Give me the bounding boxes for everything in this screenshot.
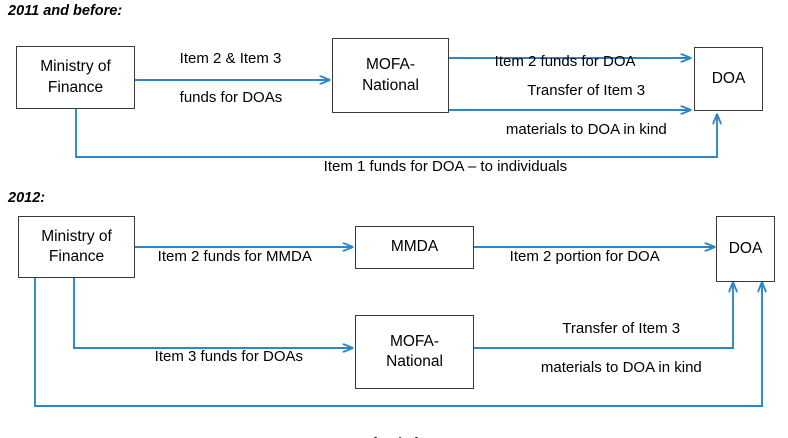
node-label-line1: MOFA- xyxy=(365,56,416,74)
edge-label-mofa-to-doa-bottom: Transfer of Item 3 materials to DOA in k… xyxy=(505,300,721,396)
edge-label-line2: funds for DOAs xyxy=(179,88,283,106)
section-title-bottom: 2012: xyxy=(8,190,46,206)
node-label-line2: National xyxy=(386,353,443,370)
node-label-line1: MMDA xyxy=(390,238,439,256)
edge-label-mmda-to-doa: Item 2 portion for DOA xyxy=(493,228,660,286)
node-mofa-national-bottom[interactable]: MOFA- National xyxy=(355,315,474,389)
node-doa-bottom[interactable]: DOA xyxy=(716,216,775,282)
section-title-top: 2011 and before: xyxy=(8,3,123,19)
node-ministry-of-finance-top[interactable]: Ministry of Finance xyxy=(16,46,135,109)
node-label-line1: Ministry of xyxy=(41,227,112,245)
edge-label-line1: Item 3 funds for DOAs xyxy=(154,348,304,366)
edge-label-line1: Item 1 funds for DOA – to individuals xyxy=(323,158,568,176)
connector-mof-to-doa-item1-bot xyxy=(34,278,762,407)
connector-mof-to-doa-item1-top xyxy=(75,109,717,158)
edge-label-mof-to-mmda: Item 2 funds for MMDA xyxy=(141,228,312,286)
edge-label-line1: Item 2 portion for DOA xyxy=(509,248,660,266)
node-label-line2: Finance xyxy=(47,78,104,96)
edge-label-mofa-to-doa-item3: Transfer of Item 3 materials to DOA in k… xyxy=(470,62,686,158)
node-label-line1: DOA xyxy=(711,69,746,87)
node-ministry-of-finance-bottom[interactable]: Ministry of Finance xyxy=(18,216,135,278)
node-mmda[interactable]: MMDA xyxy=(355,226,474,269)
edge-label-mof-to-mofa-top: Item 2 & Item 3 funds for DOAs xyxy=(163,30,283,126)
edge-label-line1: Item 2 & Item 3 xyxy=(179,50,282,68)
edge-label-line1: Item 1 funds for DOA xyxy=(327,435,468,438)
edge-label-line2: materials to DOA in kind xyxy=(505,120,667,138)
edge-label-line2: materials to DOA in kind xyxy=(540,358,702,376)
edge-label-mof-to-doa-item1-top: Item 1 funds for DOA – to individuals xyxy=(307,138,567,196)
node-label-line2: Finance xyxy=(48,248,105,265)
edge-label-line1: Item 2 funds for MMDA xyxy=(157,248,312,266)
node-doa-top[interactable]: DOA xyxy=(694,47,763,111)
node-mofa-national-top[interactable]: MOFA- National xyxy=(332,38,449,113)
edge-label-line1: Transfer of Item 3 xyxy=(527,82,646,100)
edge-label-mofa-to-doa-item2: Item 2 funds for DOA xyxy=(478,33,636,91)
node-label-line2: National xyxy=(362,76,419,94)
edge-label-line1: Transfer of Item 3 xyxy=(562,320,681,338)
node-label-line1: Ministry of xyxy=(40,58,111,76)
connector-mofa-to-doa-bot xyxy=(474,282,733,349)
node-label-line1: DOA xyxy=(728,239,763,257)
edge-label-line1: Item 2 funds for DOA xyxy=(494,53,636,71)
edge-label-mof-to-mofa-bottom: Item 3 funds for DOAs xyxy=(138,328,303,386)
node-label-line1: MOFA- xyxy=(389,332,440,350)
edge-label-mof-to-doa-item1-bottom: Item 1 funds for DOA xyxy=(310,415,468,438)
connector-mof-to-mofa-bot xyxy=(73,278,353,348)
